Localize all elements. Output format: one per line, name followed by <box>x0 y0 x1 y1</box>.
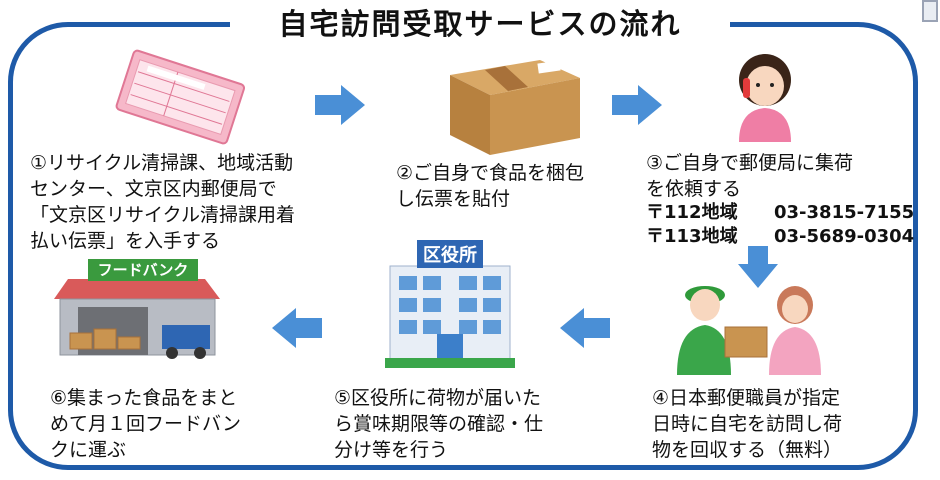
page-title: 自宅訪問受取サービスの流れ <box>278 7 682 41</box>
phone-area: 〒112地域 <box>646 202 738 223</box>
phone-row: 〒113地域 03-5689-0304 <box>646 224 914 250</box>
title-banner: 自宅訪問受取サービスの流れ <box>230 2 730 42</box>
phone-number: 03-3815-7155 <box>774 202 915 223</box>
city-hall-icon <box>385 240 515 368</box>
arrow-left-icon <box>560 308 610 348</box>
postal-worker-delivery-icon <box>677 286 821 375</box>
step-4-text: ④日本郵便職員が指定 日時に自宅を訪問し荷 物を回収する（無料） <box>652 387 843 461</box>
woman-phone-icon <box>739 54 791 142</box>
shipping-slip-icon <box>115 49 246 145</box>
phone-area: 〒113地域 <box>646 226 738 247</box>
food-bank-sign: フードバンク <box>97 261 189 279</box>
food-bank-warehouse-icon <box>54 259 220 359</box>
step-3-text: ③ご自身で郵便局に集荷 を依頼する <box>646 152 854 200</box>
step-2-text: ②ご自身で食品を梱包 し伝票を貼付 <box>396 162 585 210</box>
step-6-text: ⑥集まった食品をまと めて月１回フードバン クに運ぶ <box>50 387 241 461</box>
cardboard-box-icon <box>450 60 580 155</box>
arrow-down-icon <box>738 246 778 288</box>
arrow-left-icon <box>272 308 322 348</box>
arrow-right-icon <box>315 85 365 125</box>
city-hall-sign: 区役所 <box>423 245 477 266</box>
phone-row: 〒112地域 03-3815-7155 <box>646 200 914 226</box>
step-5-text: ⑤区役所に荷物が届いた ら賞味期限等の確認・仕 分け等を行う <box>334 387 544 461</box>
arrow-right-icon <box>612 85 662 125</box>
phone-number: 03-5689-0304 <box>774 226 915 247</box>
step-1-text: ①リサイクル清掃課、地域活動 センター、文京区内郵便局で 「文京区リサイクル清掃… <box>30 152 296 252</box>
corner-marker <box>922 0 938 22</box>
